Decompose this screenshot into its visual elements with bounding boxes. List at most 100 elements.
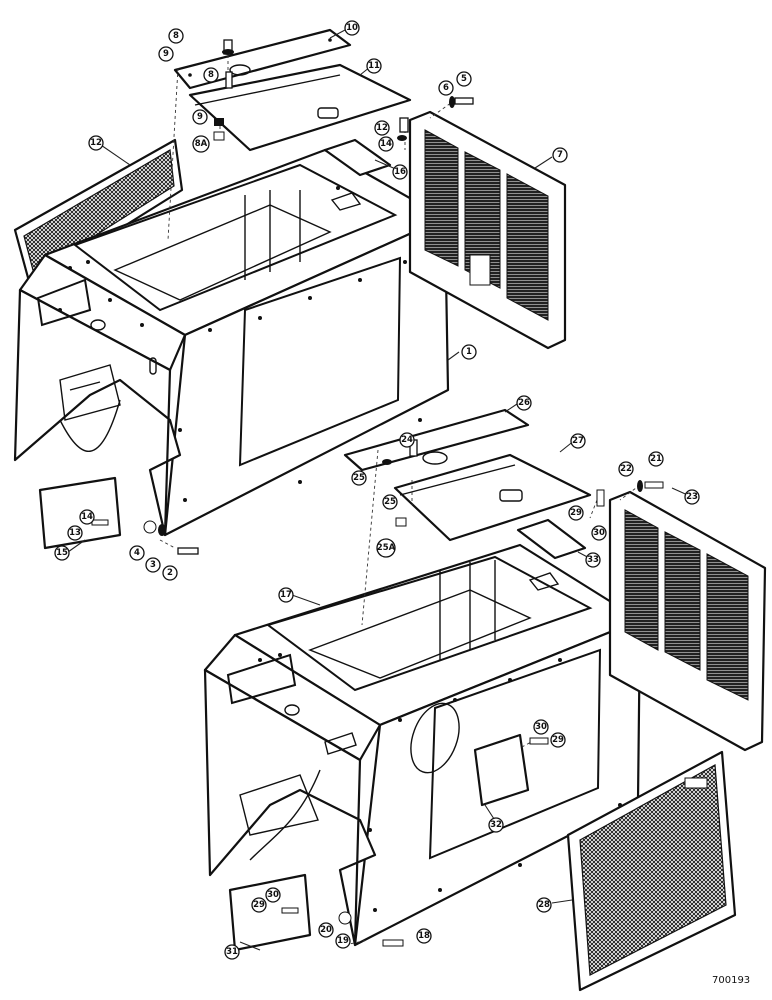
bolt-icon: [91, 519, 109, 526]
svg-text:17: 17: [280, 590, 292, 600]
callout-18: 18: [416, 928, 432, 944]
washer-icon: [449, 96, 455, 108]
callout-12-lower: 12: [374, 120, 390, 136]
svg-text:21: 21: [650, 454, 662, 464]
nut-icon: [214, 118, 224, 126]
svg-text:27: 27: [572, 436, 584, 446]
svg-text:1: 1: [466, 347, 472, 357]
callout-14: 14: [79, 509, 95, 525]
svg-text:32: 32: [490, 820, 502, 830]
washer-icon: [397, 135, 407, 141]
door-upper: [188, 63, 412, 152]
svg-text:12: 12: [376, 123, 388, 133]
callout-28: 28: [536, 897, 552, 913]
callout-27: 27: [570, 433, 586, 449]
svg-text:13: 13: [69, 528, 81, 538]
callout-30-lower: 30: [265, 887, 281, 903]
nut-icon: [395, 517, 407, 527]
callout-2: 2: [162, 565, 178, 581]
access-plate-upper: [38, 399, 122, 550]
svg-text:25: 25: [353, 473, 365, 483]
door-lower: [393, 453, 592, 542]
callout-8-lower: 8: [203, 67, 219, 83]
nut-icon: [143, 520, 157, 534]
bolt-icon: [596, 489, 605, 507]
svg-text:9: 9: [163, 49, 169, 59]
cover-plate-33: [516, 518, 587, 560]
callout-8A: 8A: [192, 135, 210, 153]
callout-29-lower: 29: [251, 897, 267, 913]
lid-upper: [173, 28, 352, 90]
svg-text:26: 26: [518, 398, 530, 408]
callout-21: 21: [648, 451, 664, 467]
callout-25A: 25A: [376, 538, 396, 558]
svg-text:9: 9: [197, 112, 203, 122]
svg-text:7: 7: [557, 150, 563, 160]
svg-text:5: 5: [461, 74, 467, 84]
washer-icon: [382, 459, 392, 465]
bolt-icon: [644, 481, 664, 489]
callout-26: 26: [516, 395, 532, 411]
svg-text:11: 11: [368, 61, 380, 71]
rear-grille-upper: [13, 138, 184, 287]
callout-7: 7: [552, 147, 568, 163]
washer-icon: [637, 480, 643, 492]
svg-text:6: 6: [443, 83, 449, 93]
hood-upper: [13, 148, 450, 537]
callout-23: 23: [684, 489, 700, 505]
callout-11: 11: [366, 58, 382, 74]
callout-25: 25: [351, 470, 367, 486]
upper-assembly: [13, 28, 567, 550]
svg-text:28: 28: [538, 900, 550, 910]
callout-4: 4: [129, 545, 145, 561]
svg-text:2: 2: [167, 568, 173, 578]
front-grille-lower: [566, 750, 737, 992]
callouts: 1 2 3 4 5 6 7 8 8 8A 9 9 10 11 12 12 13 …: [54, 20, 700, 960]
callout-29: 29: [568, 505, 584, 521]
svg-text:30: 30: [267, 890, 279, 900]
svg-text:12: 12: [90, 138, 102, 148]
callout-29-mid: 29: [550, 732, 566, 748]
callout-30: 30: [591, 525, 607, 541]
callout-5: 5: [456, 71, 472, 87]
bolt-icon: [454, 97, 474, 105]
cover-plate-16: [323, 138, 392, 177]
callout-19: 19: [335, 933, 351, 949]
svg-text:14: 14: [380, 139, 392, 149]
bolt-icon: [225, 71, 233, 89]
callout-24: 24: [399, 432, 415, 448]
svg-text:31: 31: [226, 947, 238, 957]
hardware: [91, 39, 664, 947]
svg-text:25A: 25A: [377, 543, 396, 553]
svg-text:30: 30: [535, 722, 547, 732]
nut-icon: [338, 911, 352, 925]
access-cover-32: [473, 733, 530, 807]
svg-text:15: 15: [56, 548, 68, 558]
svg-text:25: 25: [384, 497, 396, 507]
callout-13: 13: [67, 525, 83, 541]
side-grille-lower: [608, 490, 767, 752]
callout-32: 32: [488, 817, 504, 833]
svg-text:8: 8: [173, 31, 179, 41]
side-grille-upper: [408, 110, 567, 350]
callout-6: 6: [438, 80, 454, 96]
svg-text:22: 22: [620, 464, 632, 474]
callout-14-upper: 14: [378, 136, 394, 152]
svg-text:8: 8: [208, 70, 214, 80]
svg-text:16: 16: [394, 167, 406, 177]
svg-text:8A: 8A: [195, 139, 208, 149]
svg-text:14: 14: [81, 512, 93, 522]
bolt-icon: [177, 547, 199, 555]
callout-17: 17: [278, 587, 294, 603]
drawing-number: 700193: [712, 975, 750, 986]
bolt-icon: [399, 117, 409, 133]
svg-text:23: 23: [686, 492, 698, 502]
access-plate-lower: [228, 769, 321, 952]
svg-text:18: 18: [418, 931, 430, 941]
svg-text:29: 29: [552, 735, 564, 745]
callout-9: 9: [158, 46, 174, 62]
callout-12: 12: [88, 135, 104, 151]
callout-16: 16: [392, 164, 408, 180]
washer-icon: [158, 524, 166, 536]
